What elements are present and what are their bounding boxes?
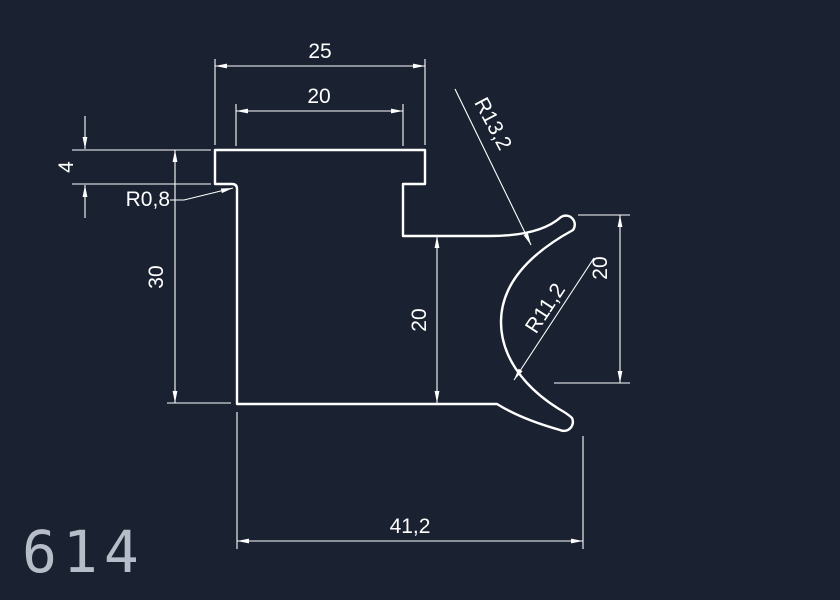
leader-hook-inner-radius [513,257,595,381]
extension-lines [72,59,630,549]
dim-label-hook-inner-radius: R11,2 [521,279,570,337]
dim-label-top-opening-width: 20 [307,85,330,108]
dim-label-pocket-depth: 20 [408,308,431,331]
dim-label-hook-height: 20 [589,256,612,279]
leader-lip-fillet-radius [170,187,234,201]
part-number: 614 [22,518,145,586]
dim-label-top-flange-width: 25 [308,40,331,63]
dim-label-overall-width: 41,2 [390,515,431,538]
dimension-lines [82,63,623,544]
dim-label-hook-outer-radius: R13,2 [469,94,516,154]
dim-label-lip-height: 4 [55,161,78,173]
dimension-labels: 25 20 4 R0,8 30 20 20 R13,2 R11,2 41,2 [55,40,612,538]
dim-label-left-side-height: 30 [145,265,168,288]
leader-hook-outer-radius [454,88,532,246]
profile-outline [213,148,576,433]
dim-label-lip-fillet-radius: R0,8 [126,188,170,211]
